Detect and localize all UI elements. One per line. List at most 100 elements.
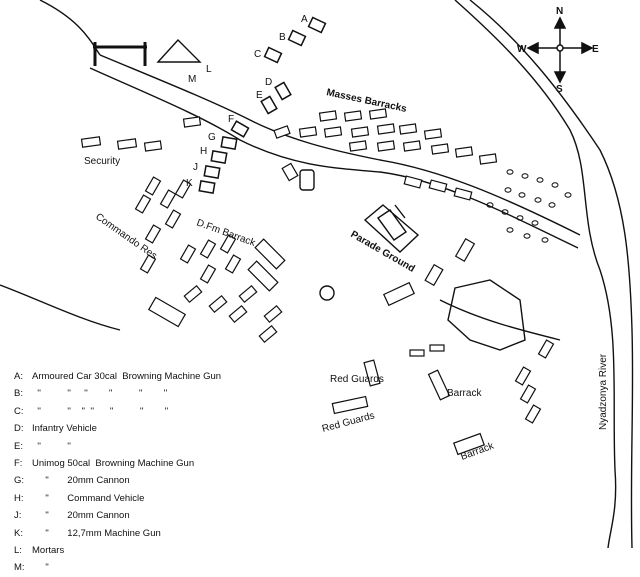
tent [531,220,539,226]
legend-key: J: [14,510,22,522]
legend-key: H: [14,492,24,504]
building [143,140,163,152]
legend-row-m: M: '' [14,559,334,576]
building [199,239,217,259]
legend-row-j: J: '' 20mm Cannon [14,507,334,524]
river-bank-east [469,0,634,548]
label-red-guards-1: Red Guards [330,374,384,385]
legend-desc: '' [32,562,49,574]
perimeter-line [0,284,121,331]
building [144,176,162,196]
vehicle-letter: E [256,90,263,101]
vehicle-letter: B [279,32,286,43]
vehicle-letter: M [188,74,196,85]
building [430,143,450,155]
legend-row-k: K: '' 12,7mm Machine Gun [14,525,334,542]
building [298,126,318,138]
building [424,263,444,287]
tank-cylinder [299,169,315,191]
building [519,384,537,404]
building [454,238,476,262]
building [428,179,448,193]
building [116,138,138,150]
vehicle-letter: L [206,64,212,75]
legend-key: K: [14,527,23,539]
vehicle-letter: J [193,162,198,173]
building [348,140,368,152]
building [281,162,299,182]
building [423,128,443,140]
compass-n: N [556,6,563,17]
building [350,126,370,138]
building [273,125,291,139]
vehicle-b [287,29,307,47]
compass-w: W [517,44,527,55]
label-barrack-1: Barrack [447,388,482,399]
tent [536,177,544,183]
tent [486,202,494,208]
tent [541,237,549,243]
building [147,296,187,328]
vehicle-e [260,95,278,115]
legend-key: B: [14,388,23,400]
tent [518,192,526,198]
tent [521,173,529,179]
vehicle-letter: K [186,178,193,189]
building [199,264,217,284]
building [159,189,177,209]
building [331,395,369,415]
legend-row-h: H: '' Command Vehicle [14,490,334,507]
tent [501,209,509,215]
vehicle-letter: G [208,132,216,143]
vehicle-j [203,164,221,180]
tent [534,197,542,203]
building [174,179,192,199]
legend-desc: Unimog 50cal Browning Machine Gun [32,458,195,470]
building [183,284,203,304]
legend-key: C: [14,405,24,417]
track-north [39,0,101,56]
legend-key: D: [14,423,24,435]
building [238,284,258,304]
building [376,123,396,135]
legend-row-f: F:Unimog 50cal Browning Machine Gun [14,455,334,472]
label-river: Nyadzonya River [598,353,609,430]
building [398,123,418,135]
building [409,349,425,357]
building [254,238,286,270]
water-tank [319,285,335,301]
tent [506,227,514,233]
building [224,254,242,274]
legend-key: E: [14,440,23,452]
legend-row-e: E: '' '' [14,438,334,455]
building [537,339,555,359]
building [453,432,485,456]
label-masses-barracks: Masses Barracks [325,87,408,115]
building [454,146,474,158]
vehicle-f [230,120,250,138]
road-edge-north [99,54,581,236]
legend-row-l: L:Mortars [14,542,334,559]
legend-desc: Armoured Car 30cal Browning Machine Gun [32,371,222,382]
legend-desc: '' '' '' '' '' '' '' [32,405,169,417]
compass-e: E [592,44,599,55]
tent [504,187,512,193]
compass-rose [526,16,594,84]
building [368,108,388,120]
legend-desc: '' 12,7mm Machine Gun [32,527,161,539]
camp-map: A B C D E F G H J K L M Masses Barracks … [0,0,634,548]
building [403,175,423,189]
tent [506,169,514,175]
legend-key: A: [14,371,23,382]
legend-desc: Mortars [32,545,65,557]
building [376,140,396,152]
legend-row-g: G: '' 20mm Cannon [14,472,334,489]
main-building [447,279,526,351]
tent [516,215,524,221]
building [179,244,197,264]
building [514,366,532,386]
vehicle-letter: F [228,114,234,125]
compass-s: S [556,84,563,95]
building [263,304,283,324]
building [402,140,422,152]
